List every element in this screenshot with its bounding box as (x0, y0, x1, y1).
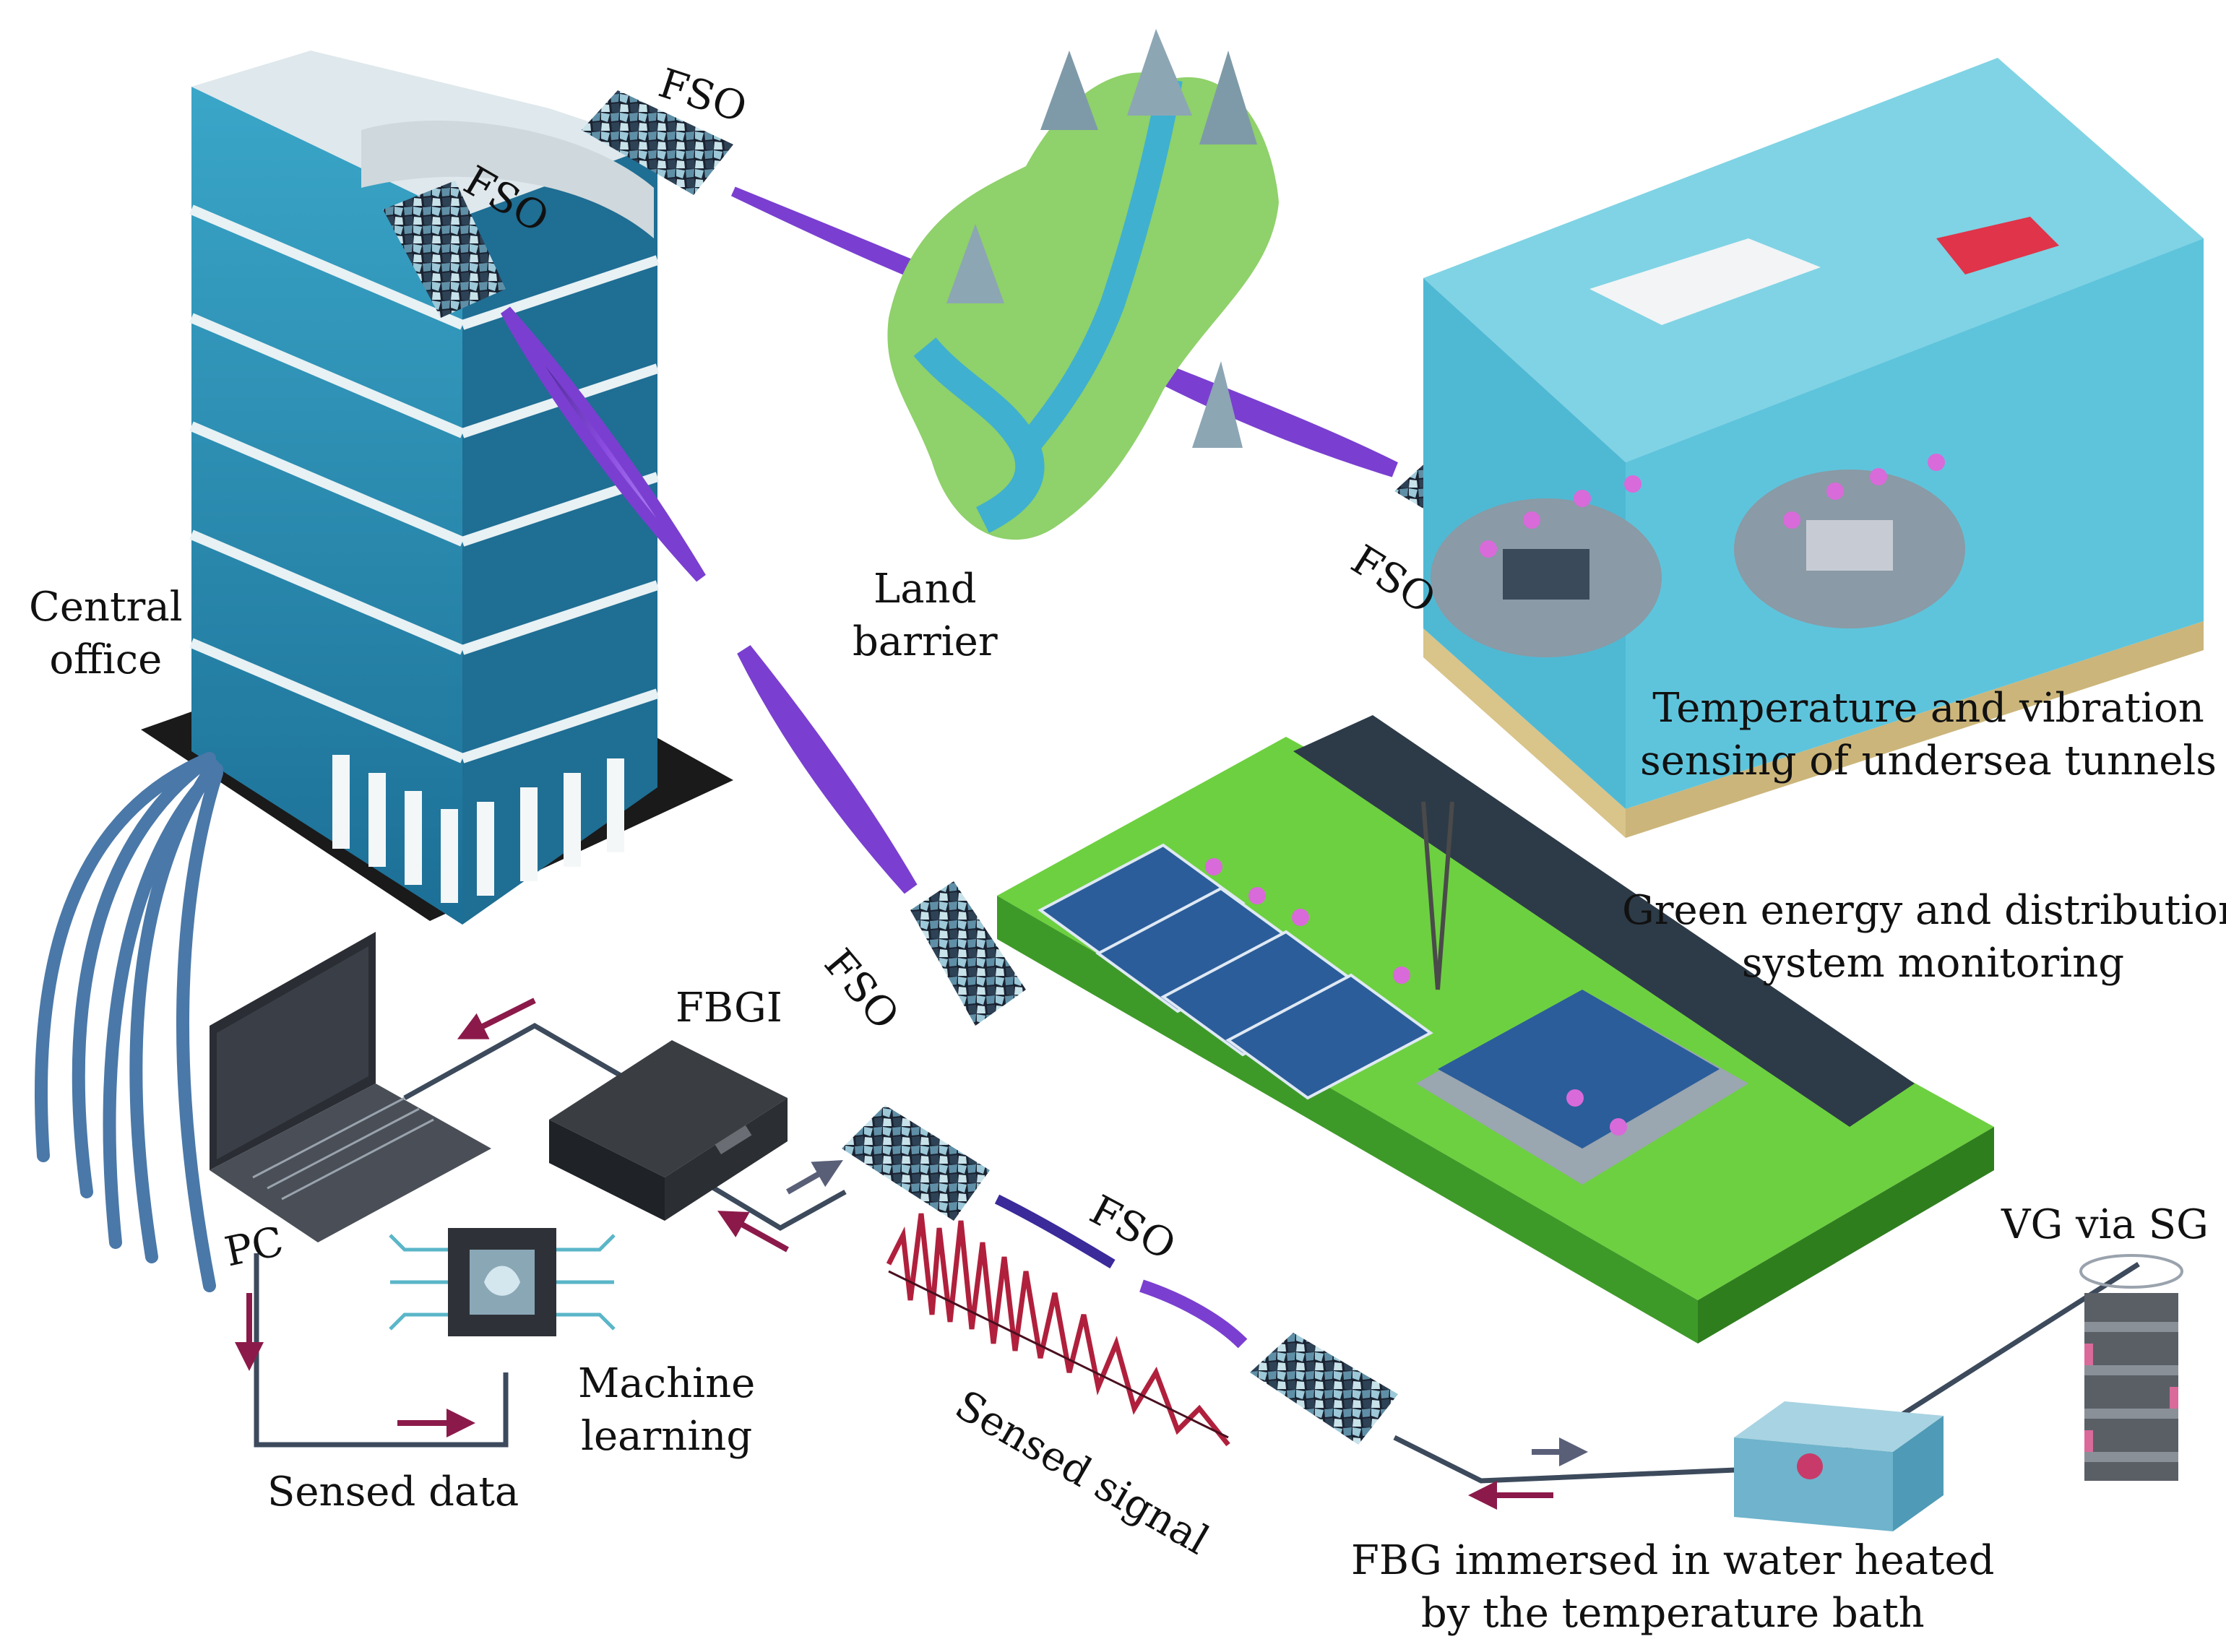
vg-label: VG via SG (2001, 1201, 2209, 1248)
undersea-line1: Temperature and vibration (1652, 685, 2204, 732)
green-energy-line2: system monitoring (1741, 939, 2125, 987)
land-barrier-line2: barrier (853, 618, 998, 665)
chip-icon (389, 1228, 616, 1336)
water-bath-icon (1734, 1401, 1944, 1531)
undersea-line2: sensing of undersea tunnels (1640, 737, 2217, 784)
green-energy-label: Green energy and distribution system mon… (1622, 885, 2226, 990)
fbg-label: FBG immersed in water heated by the temp… (1351, 1535, 1995, 1640)
central-office-line2: office (49, 636, 163, 683)
central-office-line1: Central (29, 584, 183, 631)
building-icon (141, 51, 733, 925)
fbg-line2: by the temperature bath (1420, 1589, 1925, 1637)
signal-arrows (235, 998, 1588, 1510)
undersea-label: Temperature and vibration sensing of und… (1640, 683, 2217, 788)
interrogator-icon (549, 1040, 788, 1221)
machine-learning-label: Machine learning (578, 1358, 755, 1463)
land-barrier-line1: Land (873, 566, 977, 613)
signal-waveform-icon (886, 1213, 1230, 1447)
solar-farm-icon (997, 715, 1994, 1344)
mountain-river-icon (887, 29, 1279, 540)
laptop-icon (210, 932, 491, 1242)
fiber-bundle-icon (35, 752, 223, 1292)
vibration-generator-icon (2079, 1254, 2183, 1481)
sensed-data-label: Sensed data (267, 1469, 519, 1515)
undersea-tunnel-icon (1423, 58, 2204, 838)
machine-learning-line2: learning (581, 1412, 753, 1460)
green-energy-line1: Green energy and distribution (1622, 887, 2226, 934)
land-barrier-label: Land barrier (853, 563, 998, 669)
central-office-label: Central office (29, 581, 183, 687)
machine-learning-line1: Machine (578, 1360, 756, 1407)
fbg-line1: FBG immersed in water heated (1351, 1537, 1995, 1584)
fbgi-label: FBGI (676, 985, 782, 1032)
